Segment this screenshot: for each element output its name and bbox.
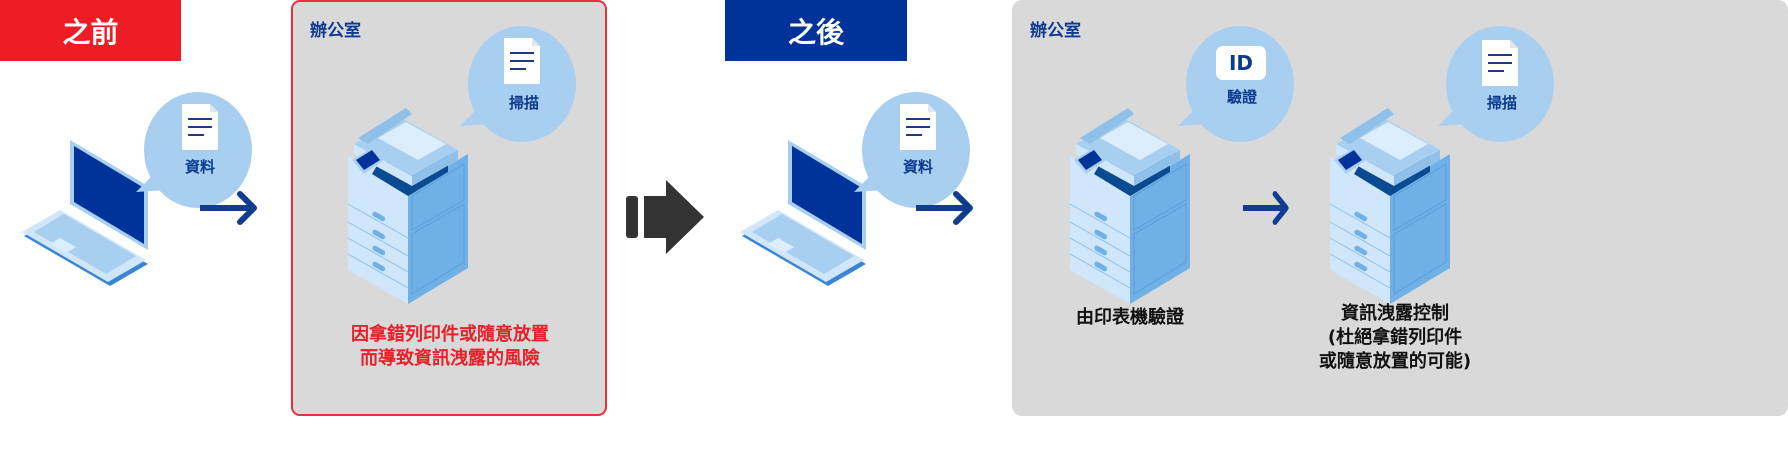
laptop-icon — [22, 140, 148, 286]
before-tag: 之前 — [0, 0, 181, 61]
auth-bubble: ID 驗證 — [1178, 24, 1302, 144]
control-caption: 資訊洩露控制 (杜絕拿錯列印件 或隨意放置的可能) — [1290, 302, 1500, 374]
auth-caption: 由印表機驗證 — [1076, 307, 1184, 328]
risk-line: 因拿錯列印件或隨意放置 — [351, 324, 549, 345]
scan-bubble: 掃描 — [460, 24, 584, 144]
printer-icon — [1069, 107, 1191, 305]
control-line: (杜絕拿錯列印件 — [1327, 327, 1463, 348]
control-line: 資訊洩露控制 — [1341, 303, 1449, 324]
scan-label: 掃描 — [508, 94, 539, 112]
office-title: 辦公室 — [1030, 21, 1081, 41]
data-label: 資料 — [184, 158, 215, 176]
data-bubble: 資料 — [854, 90, 978, 210]
risk-caption: 因拿錯列印件或隨意放置 而導致資訊洩露的風險 — [300, 323, 600, 371]
printer-icon — [1329, 107, 1451, 305]
auth-label: 驗證 — [1226, 88, 1257, 106]
data-label: 資料 — [902, 158, 933, 176]
laptop-icon — [740, 140, 866, 286]
scan-label: 掃描 — [1486, 94, 1517, 112]
document-icon — [900, 104, 936, 150]
after-tag: 之後 — [725, 0, 907, 61]
scan-bubble: 掃描 — [1438, 24, 1562, 144]
printer-icon — [347, 107, 469, 305]
document-icon — [504, 38, 540, 84]
control-line: 或隨意放置的可能) — [1318, 351, 1472, 372]
document-icon — [182, 104, 218, 150]
transition-arrow-icon — [626, 180, 704, 254]
risk-line: 而導致資訊洩露的風險 — [360, 348, 540, 369]
document-icon — [1482, 40, 1518, 86]
office-title: 辦公室 — [310, 21, 361, 41]
arrow-right-icon — [1243, 208, 1303, 238]
id-badge-icon: ID — [1216, 46, 1266, 80]
arrow-right-icon — [200, 208, 260, 238]
data-bubble: 資料 — [136, 90, 260, 210]
arrow-right-icon — [916, 208, 976, 238]
